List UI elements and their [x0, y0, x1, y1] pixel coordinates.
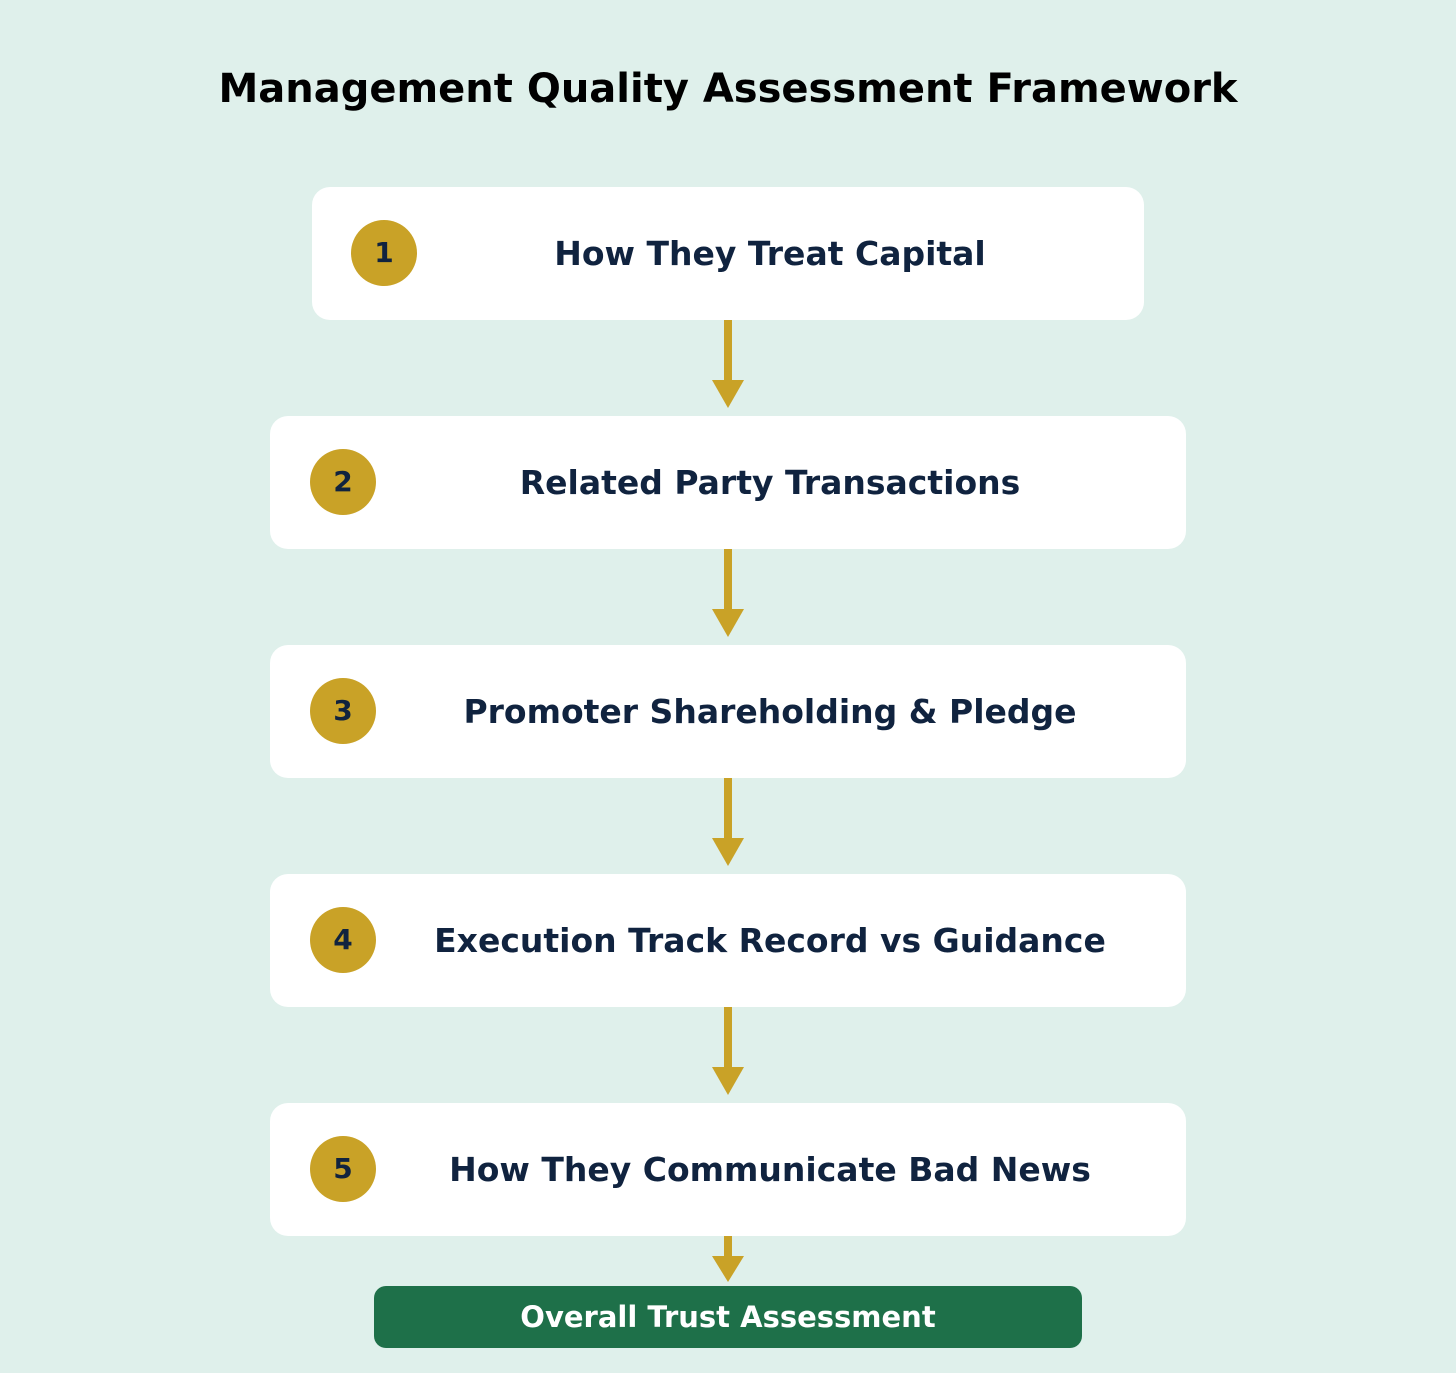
flow-arrow-3-4: [712, 778, 744, 866]
flow-arrow-1-2: [712, 320, 744, 408]
step-box-4: 4 Execution Track Record vs Guidance: [270, 874, 1186, 1007]
flow-arrow-4-5: [712, 1007, 744, 1095]
step-box-1: 1 How They Treat Capital: [312, 187, 1144, 320]
step-box-2: 2 Related Party Transactions: [270, 416, 1186, 549]
step-number-badge-3: 3: [310, 678, 376, 744]
flow-arrow-2-3: [712, 549, 744, 637]
step-box-3: 3 Promoter Shareholding & Pledge: [270, 645, 1186, 778]
step-box-5: 5 How They Communicate Bad News: [270, 1103, 1186, 1236]
step-number-badge-1: 1: [351, 220, 417, 286]
step-label-5: How They Communicate Bad News: [449, 1150, 1091, 1189]
step-number-badge-4: 4: [310, 907, 376, 973]
flow-arrow-5-result: [712, 1236, 744, 1282]
step-label-4: Execution Track Record vs Guidance: [434, 921, 1106, 960]
step-label-2: Related Party Transactions: [519, 463, 1021, 502]
diagram-title: Management Quality Assessment Framework: [218, 66, 1238, 112]
step-number-badge-2: 2: [310, 449, 376, 515]
step-number-badge-5: 5: [310, 1136, 376, 1202]
step-label-1: How They Treat Capital: [554, 234, 986, 273]
overall-trust-assessment-box: Overall Trust Assessment: [374, 1286, 1082, 1348]
step-label-3: Promoter Shareholding & Pledge: [463, 692, 1077, 731]
